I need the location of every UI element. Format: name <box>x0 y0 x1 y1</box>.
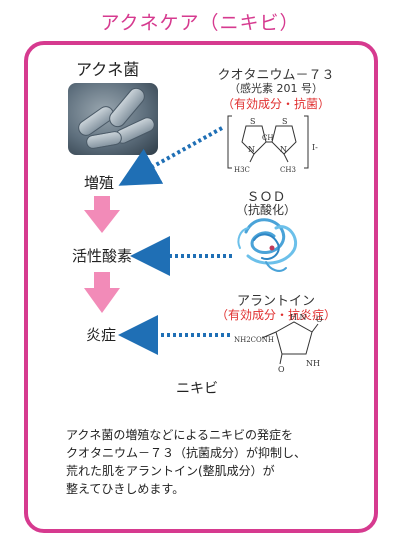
label-acne-bacteria: アクネ菌 <box>76 60 140 79</box>
quaternium-structure <box>227 115 309 169</box>
page-title: アクネケア（ニキビ） <box>100 12 300 34</box>
description-line: アクネ菌の増殖などによるニキビの発症を <box>66 428 294 442</box>
pink-arrow-1 <box>84 196 120 233</box>
struct-nh-bottom: NH <box>306 359 320 368</box>
bacteria-micrograph <box>68 83 158 155</box>
struct-s2: S <box>282 117 287 126</box>
struct-o1: O <box>316 315 323 324</box>
description-line: クオタニウム－７３（抗菌成分）が抑制し、 <box>66 446 307 460</box>
content-frame <box>24 41 378 533</box>
allantoin-role: （有効成分・抗炎症） <box>215 308 336 322</box>
struct-h3c: H3C <box>234 166 250 174</box>
sod-name: ＳＯＤ <box>246 190 286 205</box>
description-line: 荒れた肌をアラントイン(整肌成分）が <box>66 464 275 478</box>
struct-iodide: I- <box>312 143 318 152</box>
struct-nh2conh: NH2CONH <box>234 336 274 344</box>
struct-o2: O <box>278 365 285 374</box>
inhibit-arrow-growth <box>118 126 223 186</box>
allantoin-structure <box>261 321 319 365</box>
quaternium-name: クオタニウム－７３ <box>217 68 335 83</box>
struct-n2: N <box>280 145 287 154</box>
struct-s1: S <box>250 117 255 126</box>
label-ros: 活性酸素 <box>72 247 133 265</box>
sod-role: （抗酸化） <box>235 203 296 217</box>
struct-nh-top: H N <box>290 313 307 322</box>
sod-protein-image <box>237 218 297 272</box>
pink-arrow-2 <box>84 272 120 313</box>
quaternium-code: （感光素 201 号） <box>229 82 323 95</box>
label-acne: ニキビ <box>176 381 218 397</box>
description-text: アクネ菌の増殖などによるニキビの発症を クオタニウム－７３（抗菌成分）が抑制し、… <box>66 426 356 498</box>
allantoin-name: アラントイン <box>236 294 315 309</box>
struct-ch: CH <box>262 134 273 142</box>
struct-ch3: CH3 <box>280 166 296 174</box>
quaternium-role: （有効成分・抗菌） <box>221 97 330 111</box>
label-growth: 増殖 <box>84 174 115 192</box>
description-line: 整えてひきしめます。 <box>66 482 185 496</box>
label-inflammation: 炎症 <box>86 326 117 344</box>
struct-n1: N <box>248 145 255 154</box>
